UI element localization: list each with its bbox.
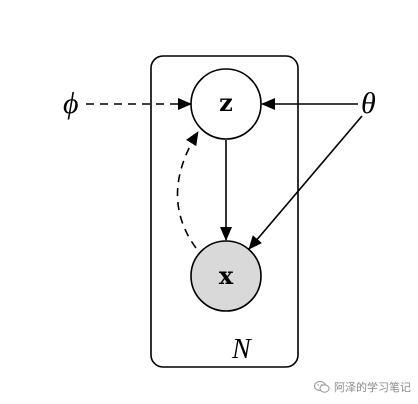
- phi-label: ϕ: [63, 87, 79, 120]
- plate-box: [150, 55, 299, 368]
- plate-label: N: [231, 334, 252, 365]
- theta-to-x-edge: [248, 115, 363, 250]
- observed-node-circle: [190, 240, 262, 312]
- x-to-z-dashed-edge: [176, 131, 199, 249]
- latent-node-circle: [190, 68, 262, 140]
- theta-label: θ: [361, 87, 376, 120]
- watermark-text: 阿泽的学习笔记: [334, 381, 411, 394]
- watermark: 阿泽的学习笔记: [314, 378, 411, 396]
- wechat-icon: [314, 380, 330, 393]
- latent-node-z: z: [190, 68, 262, 140]
- observed-node-label: x: [219, 261, 234, 290]
- observed-node-x: x: [190, 240, 262, 312]
- latent-node-label: z: [219, 88, 233, 117]
